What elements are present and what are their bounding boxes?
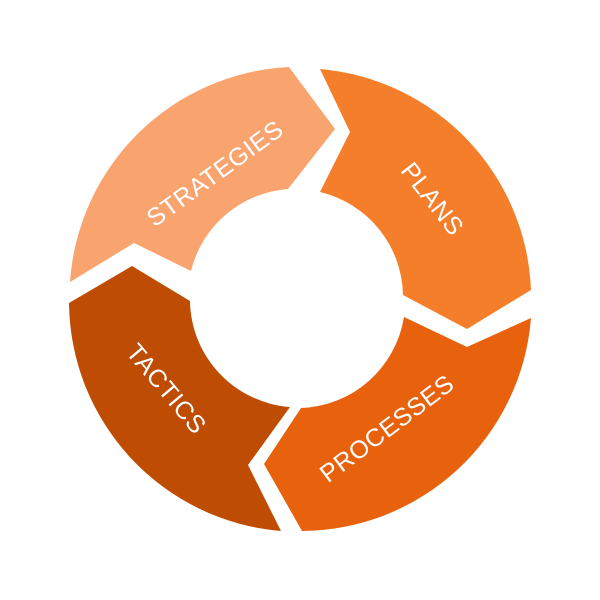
segment-processes [264,317,531,531]
segment-tactics [69,266,290,531]
segment-plans [320,69,531,329]
segment-strategies [70,67,335,282]
